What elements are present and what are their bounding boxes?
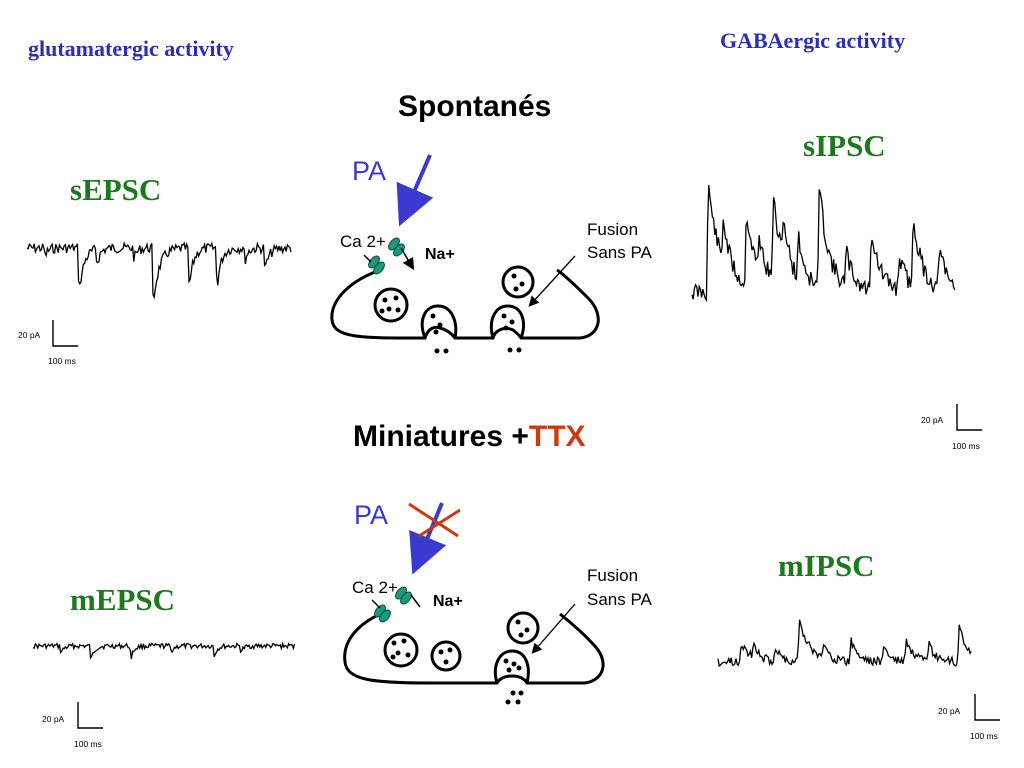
scale-bar-mipsc <box>974 694 1000 721</box>
na-label-top: Na+ <box>425 246 455 263</box>
ca-label-bottom: Ca 2+ <box>352 578 398 597</box>
presynaptic-terminal <box>330 268 600 340</box>
synapse-diagram-spontaneous <box>330 154 600 354</box>
vesicle <box>506 611 540 645</box>
presynaptic-terminal <box>343 610 605 685</box>
na-label-bottom: Na+ <box>433 593 463 610</box>
fusion-pore-1 <box>420 304 458 339</box>
scale-bar-sipsc <box>956 404 982 431</box>
calcium-channel <box>368 237 405 275</box>
vesicle <box>373 287 409 323</box>
scale-time-sepsc: 100 ms <box>48 356 76 366</box>
vesicle <box>430 640 462 672</box>
scale-time-mepsc: 100 ms <box>74 739 102 749</box>
mipsc-label: mIPSC <box>778 548 875 583</box>
fusion-label-top-1: Fusion <box>587 220 639 239</box>
sipsc-trace <box>691 185 956 303</box>
gabaergic-header: GABAergic activity <box>720 28 906 53</box>
vesicle <box>501 265 535 299</box>
mepsc-trace <box>32 641 296 660</box>
fusion-label-bottom-1: Fusion <box>587 566 639 585</box>
pa-label-top: PA <box>352 156 387 186</box>
miniatures-title: Miniatures +TTX <box>353 420 586 454</box>
ca-label-top: Ca 2+ <box>340 232 386 251</box>
scale-current-mipsc: 20 pA <box>938 706 961 716</box>
fusion-pointer <box>531 603 576 654</box>
fusion-pore <box>493 649 530 684</box>
scale-bar-sepsc <box>52 320 78 347</box>
mepsc-label: mEPSC <box>70 582 176 617</box>
synapse-diagram-miniature <box>343 502 605 705</box>
mipsc-trace <box>717 619 972 667</box>
glutamatergic-header: glutamatergic activity <box>28 36 234 61</box>
fusion-label-bottom-2: Sans PA <box>587 590 652 609</box>
fusion-label-top-2: Sans PA <box>587 243 652 262</box>
scale-time-sipsc: 100 ms <box>952 441 980 451</box>
scale-time-mipsc: 100 ms <box>970 731 998 741</box>
pa-label-bottom: PA <box>354 500 389 530</box>
ttx-block-cross-1 <box>408 502 459 538</box>
miniatures-prefix: Miniatures + <box>353 420 529 453</box>
sepsc-label: sEPSC <box>70 172 162 207</box>
action-potential-arrow <box>396 154 434 227</box>
spontaneous-title: Spontanés <box>398 90 552 123</box>
ttx-block-cross-2 <box>418 508 461 538</box>
vesicle <box>383 632 419 668</box>
calcium-channel <box>374 586 412 623</box>
sepsc-trace <box>26 241 292 300</box>
scale-bar-mepsc <box>77 702 103 729</box>
scale-current-sipsc: 20 pA <box>921 415 944 425</box>
ttx-label: TTX <box>528 420 586 453</box>
fusion-pointer <box>528 255 576 307</box>
scale-current-sepsc: 20 pA <box>18 330 41 340</box>
fusion-pore-2 <box>489 304 525 339</box>
sipsc-label: sIPSC <box>803 128 886 163</box>
scale-current-mepsc: 20 pA <box>42 714 65 724</box>
